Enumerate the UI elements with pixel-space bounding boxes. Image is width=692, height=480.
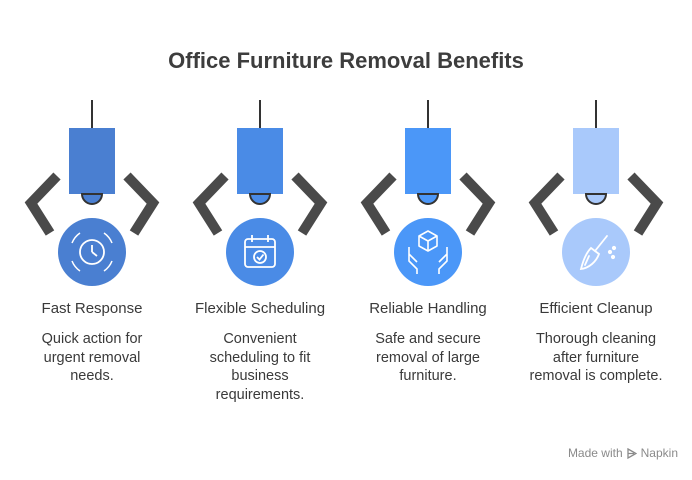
page-title: Office Furniture Removal Benefits xyxy=(168,48,524,73)
made-with-label: Made with xyxy=(567,446,623,460)
clock-icon xyxy=(71,232,113,272)
claw-body xyxy=(405,128,451,194)
claw-body xyxy=(237,128,283,194)
claw-graphic xyxy=(528,100,664,286)
claw-graphic xyxy=(360,100,496,286)
icon-circle xyxy=(226,218,294,286)
napkin-brand: Napkin xyxy=(640,446,678,460)
napkin-logo-icon xyxy=(626,447,637,459)
benefit-label: Fast Response xyxy=(41,300,143,317)
benefit-label: Flexible Scheduling xyxy=(194,300,326,317)
claw-body xyxy=(573,128,619,194)
claw-body xyxy=(69,128,115,194)
icon-circle xyxy=(394,218,462,286)
hands-box-icon xyxy=(408,230,448,274)
claw-graphic xyxy=(192,100,328,286)
calendar-check-icon xyxy=(244,235,276,268)
broom-icon xyxy=(579,235,617,271)
benefit-label: Reliable Handling xyxy=(369,300,487,317)
made-with-napkin-footer: Made with Napkin xyxy=(568,446,678,460)
claw-graphic xyxy=(24,100,160,286)
benefit-label: Efficient Cleanup xyxy=(539,300,653,317)
